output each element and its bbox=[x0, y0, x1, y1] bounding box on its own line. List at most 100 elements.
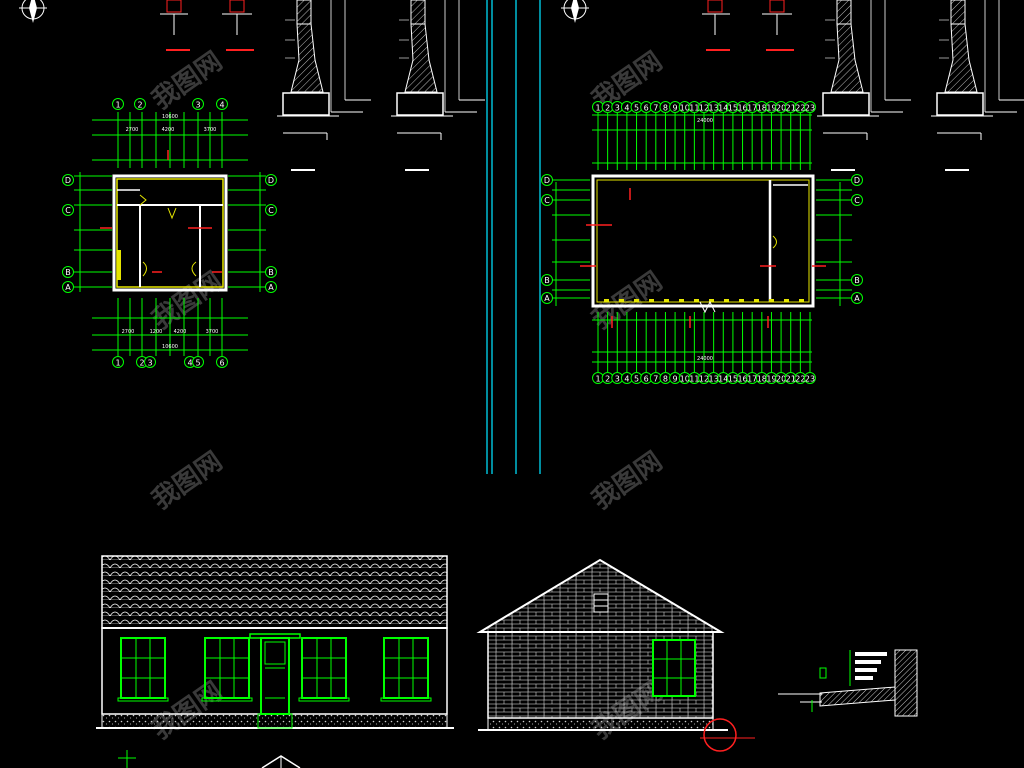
left-plan-top-grid-label: 1 bbox=[115, 101, 120, 110]
right-plan-top-grid-label: 3 bbox=[615, 104, 620, 113]
right-plan-top-grid-label: 12 bbox=[699, 104, 709, 113]
left-plan-bottom-grid-label: 2 bbox=[139, 359, 144, 368]
front-window bbox=[201, 637, 253, 702]
left-plan-right-grid-bubble: D bbox=[265, 174, 277, 186]
north-arrow-icon bbox=[561, 0, 589, 23]
right-plan-bottom-overall-dimension: 24000 bbox=[697, 356, 713, 362]
front-window bbox=[298, 637, 350, 702]
left-plan-right-grid-label: D bbox=[268, 176, 274, 185]
footing-section bbox=[931, 0, 1024, 171]
north-arrow-icon bbox=[19, 0, 47, 23]
right-plan-top-grid-label: 16 bbox=[737, 104, 747, 113]
right-plan-bottom-grid-label: 23 bbox=[805, 375, 815, 384]
right-plan-right-grid-bubble: B bbox=[851, 274, 863, 286]
front-window bbox=[380, 637, 432, 702]
left-plan-top-dimension: 3700 bbox=[204, 127, 217, 133]
left-plan-left-grid-label: D bbox=[65, 176, 71, 185]
right-plan-bottom-grid-label: 20 bbox=[776, 375, 786, 384]
right-plan-bottom-grid-label: 9 bbox=[673, 375, 678, 384]
right-plan-left-grid-bubble: D bbox=[541, 174, 553, 186]
right-plan-bottom-grid-label: 8 bbox=[663, 375, 668, 384]
watermark-text: 我图网 bbox=[587, 446, 668, 515]
right-plan-top-grid-label: 13 bbox=[709, 104, 719, 113]
front-elevation bbox=[96, 555, 454, 729]
eave-detail bbox=[778, 649, 918, 717]
footing-section bbox=[277, 0, 371, 171]
left-plan-top-grid-label: 4 bbox=[219, 101, 224, 110]
right-plan-top-grid-label: 9 bbox=[673, 104, 678, 113]
right-plan-left-grid-bubble: A bbox=[541, 292, 553, 304]
left-plan-bottom-dimension: 2700 bbox=[122, 329, 135, 335]
left-plan-left-grid-label: B bbox=[65, 268, 71, 277]
right-plan-bottom-grid-bubble: 21 bbox=[784, 372, 797, 384]
right-plan-bottom-grid-label: 3 bbox=[615, 375, 620, 384]
right-plan-bottom-grid-label: 7 bbox=[653, 375, 658, 384]
left-plan-left-grid-bubble: C bbox=[62, 204, 74, 216]
right-plan-bottom-grid-bubble: 1 bbox=[592, 372, 604, 384]
left-plan-right-grid-bubble: C bbox=[265, 204, 277, 216]
right-plan-top-overall-dimension: 24000 bbox=[697, 118, 713, 124]
left-plan-top-dimension: 2700 bbox=[126, 127, 139, 133]
right-plan-right-grid-label: D bbox=[854, 176, 860, 185]
left-plan-left-grid-bubble: D bbox=[62, 174, 74, 186]
right-plan-left-grid-label: B bbox=[544, 276, 550, 285]
right-plan-top-grid-label: 4 bbox=[624, 104, 629, 113]
left-plan-right-grid-bubble: A bbox=[265, 281, 277, 293]
right-plan-left-grid-label: C bbox=[544, 196, 550, 205]
right-plan-bottom-grid-bubble: 11 bbox=[688, 372, 701, 384]
right-plan-bottom-grid-label: 14 bbox=[718, 375, 728, 384]
right-plan-top-grid-label: 23 bbox=[805, 104, 815, 113]
right-plan-top-grid-label: 2 bbox=[605, 104, 610, 113]
left-plan-bottom-grid-bubble: 6 bbox=[216, 356, 228, 368]
left-plan-top-grid-bubble: 4 bbox=[216, 98, 228, 110]
left-plan-top-overall-dimension: 10600 bbox=[162, 114, 178, 120]
right-plan-bottom-grid-label: 17 bbox=[747, 375, 757, 384]
top-detail-left bbox=[160, 0, 794, 51]
left-plan-bottom-grid-label: 5 bbox=[195, 359, 200, 368]
left-plan-right-grid-label: C bbox=[268, 206, 274, 215]
right-plan-top-grid-label: 5 bbox=[634, 104, 639, 113]
left-plan-top-dimension: 4200 bbox=[162, 127, 175, 133]
watermark-text: 我图网 bbox=[147, 676, 228, 745]
left-plan-top-grid-bubble: 3 bbox=[192, 98, 204, 110]
right-plan-right-grid-label: A bbox=[854, 294, 860, 303]
right-plan-bottom-grid-label: 5 bbox=[634, 375, 639, 384]
left-plan-bottom-dimension: 3700 bbox=[206, 329, 219, 335]
left-plan-left-grid-label: C bbox=[65, 206, 71, 215]
right-plan-top-grid-label: 20 bbox=[776, 104, 786, 113]
left-plan-left-grid-bubble: B bbox=[62, 266, 74, 278]
right-plan-bottom-grid-label: 22 bbox=[795, 375, 805, 384]
right-plan-right-grid-label: B bbox=[854, 276, 860, 285]
right-plan-top-grid-bubble: 23 bbox=[804, 101, 816, 113]
watermark-text: 我图网 bbox=[147, 266, 228, 335]
right-plan-bottom-grid-label: 11 bbox=[689, 375, 699, 384]
left-plan-left-grid-bubble: A bbox=[62, 281, 74, 293]
left-plan-left-grid-label: A bbox=[65, 283, 71, 292]
left-plan-bottom-dimension: 1200 bbox=[150, 329, 163, 335]
right-plan-top-grid-label: 17 bbox=[747, 104, 757, 113]
watermark-text: 我图网 bbox=[147, 46, 228, 115]
right-plan-top-grid-label: 18 bbox=[757, 104, 767, 113]
right-plan-right-grid-bubble: A bbox=[851, 292, 863, 304]
right-plan-top-grid-bubble: 22 bbox=[794, 101, 807, 113]
bottom-fragments bbox=[118, 750, 301, 768]
right-plan-top-grid-bubble: 17 bbox=[746, 101, 759, 113]
right-plan-bottom-grid-label: 2 bbox=[605, 375, 610, 384]
right-plan-bottom-grid-label: 12 bbox=[699, 375, 709, 384]
right-plan-top-grid-label: 7 bbox=[653, 104, 658, 113]
left-plan-bottom-grid-bubble: 5 bbox=[192, 356, 204, 368]
right-plan-bottom-grid-label: 15 bbox=[728, 375, 738, 384]
right-plan-right-grid-label: C bbox=[854, 196, 860, 205]
right-plan-bottom-grid-label: 19 bbox=[766, 375, 776, 384]
left-plan-top-grid-bubble: 1 bbox=[112, 98, 124, 110]
left-plan-right-grid-bubble: B bbox=[265, 266, 277, 278]
left-plan-bottom-grid-label: 4 bbox=[187, 359, 192, 368]
right-plan-top-grid-label: 11 bbox=[689, 104, 699, 113]
left-plan-top-grid-bubble: 2 bbox=[134, 98, 146, 110]
left-plan-bottom-overall-dimension: 10600 bbox=[162, 344, 178, 350]
right-plan-top-grid-label: 10 bbox=[680, 104, 690, 113]
left-plan-bottom-grid-label: 1 bbox=[115, 359, 120, 368]
right-plan-right-grid-bubble: D bbox=[851, 174, 863, 186]
left-plan-bottom-dimension: 4200 bbox=[174, 329, 187, 335]
